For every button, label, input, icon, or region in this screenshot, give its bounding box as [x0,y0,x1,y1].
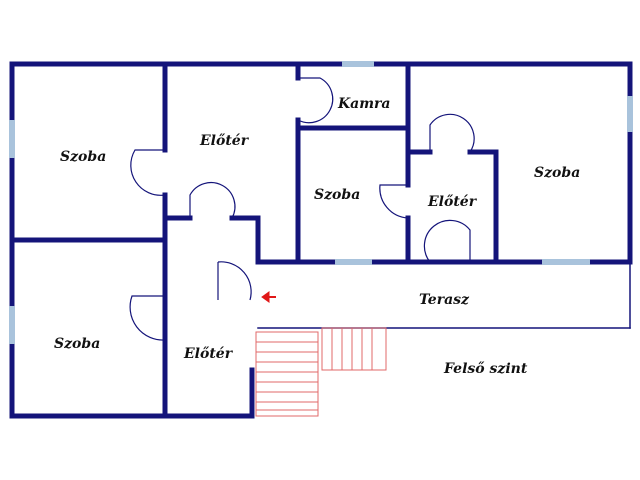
room-label-szoba-bottom-left: Szoba [54,336,100,352]
doors [129,77,475,341]
door [189,182,236,219]
door [129,295,166,341]
room-label-szoba-right: Szoba [534,165,580,181]
room-label-szoba-middle: Szoba [314,187,360,203]
windows [9,61,633,344]
room-label-eloter-bottom: Előtér [183,346,234,362]
interior-walls [9,61,633,419]
level-label: Felső szint [443,361,528,377]
stairs-right [321,327,387,371]
stairs-left [255,331,319,417]
room-label-szoba-top-left: Szoba [60,149,106,165]
room-label-eloter-top: Előtér [199,133,250,149]
room-label-terasz: Terasz [419,292,470,308]
door [297,77,334,124]
room-label-eloter-right: Előtér [427,194,478,210]
door [217,261,252,301]
door [429,113,475,153]
room-label-kamra: Kamra [337,96,391,112]
door [130,149,166,196]
arrow-left-icon [261,291,276,303]
door [379,184,409,219]
door [423,219,471,263]
